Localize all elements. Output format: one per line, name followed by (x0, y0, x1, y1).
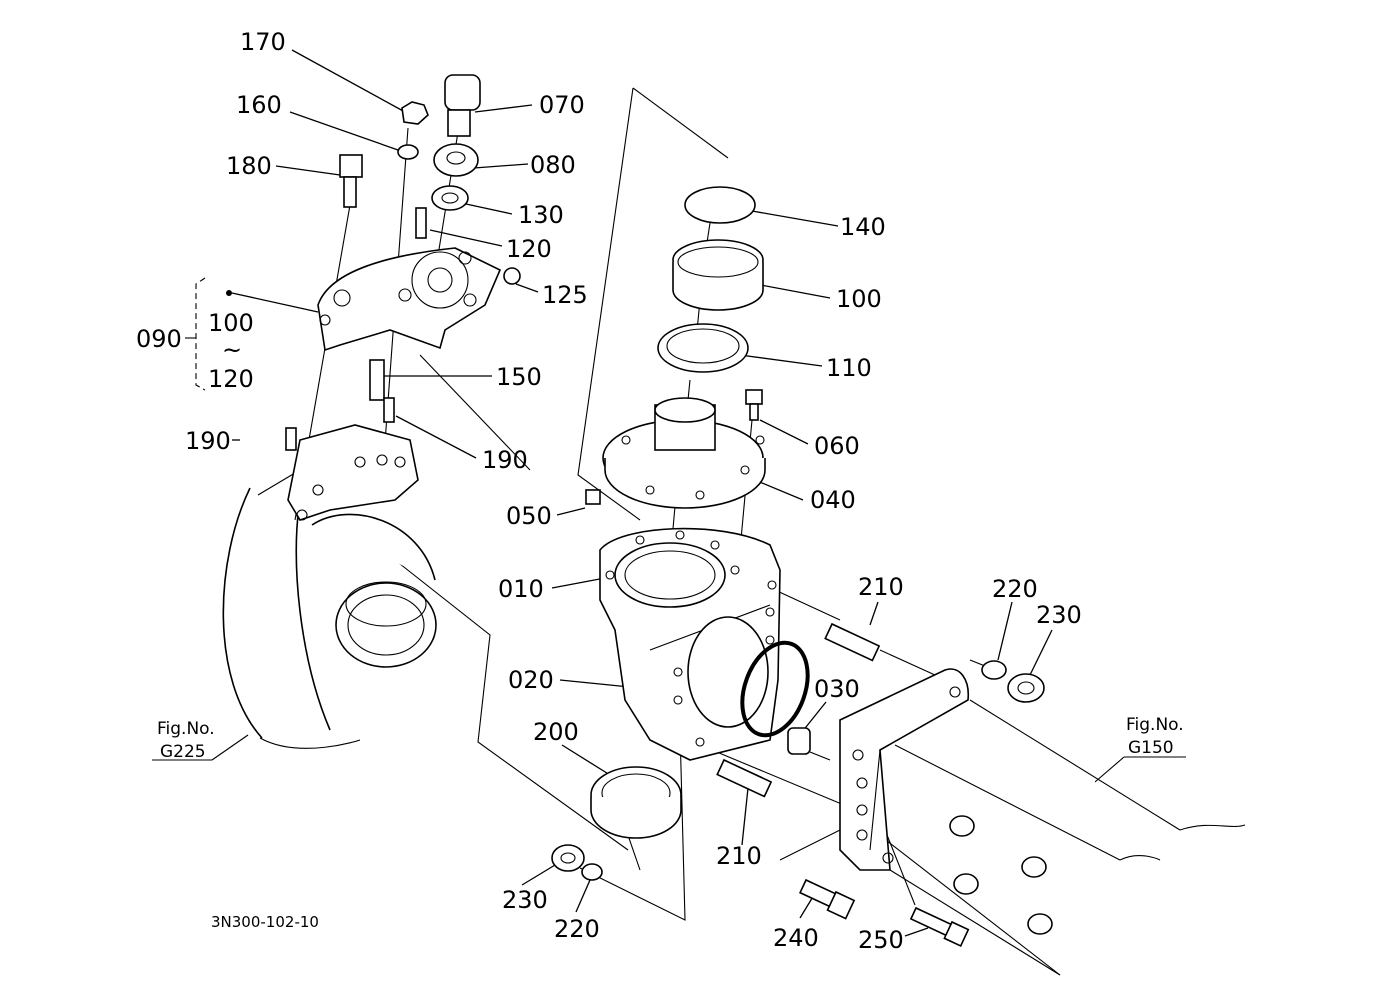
callout-190: 190 (185, 427, 231, 455)
callout-170: 170 (240, 28, 286, 56)
axle-housing (222, 424, 437, 749)
callout-240: 240 (773, 924, 819, 952)
group-id: 090 (136, 325, 182, 353)
callout-220: 220 (992, 575, 1038, 603)
callout-180: 180 (226, 152, 272, 180)
callout-060: 060 (814, 432, 860, 460)
fig-ref-g150-line1: Fig.No. (1126, 715, 1184, 735)
kingpin-parts (585, 186, 766, 509)
callout-040: 040 (810, 486, 856, 514)
callout-220-b: 220 (554, 915, 600, 943)
callout-210-b: 210 (716, 842, 762, 870)
group-label: 090 100 ~ 120 (136, 309, 254, 393)
callout-250: 250 (858, 926, 904, 954)
cover-plate (317, 247, 502, 352)
callout-190-b: 190 (482, 446, 528, 474)
figure-refs: Fig.No. G225 Fig.No. G150 (157, 715, 1184, 762)
callout-080: 080 (530, 151, 576, 179)
callout-070: 070 (539, 91, 585, 119)
group-range-tilde: ~ (222, 336, 242, 364)
callout-030: 030 (814, 675, 860, 703)
callout-230-b: 230 (502, 886, 548, 914)
fig-ref-g225-line1: Fig.No. (157, 719, 215, 739)
callout-010: 010 (498, 575, 544, 603)
fasteners (551, 622, 1045, 947)
steering-knuckle (599, 527, 811, 761)
group-range-start: 100 (208, 309, 254, 337)
small-parts (285, 74, 521, 451)
callout-150: 150 (496, 363, 542, 391)
callout-labels: 170 160 070 180 080 130 120 125 150 190 … (185, 28, 1082, 954)
group-range-end: 120 (208, 365, 254, 393)
callout-160: 160 (236, 91, 282, 119)
callout-130: 130 (518, 201, 564, 229)
callout-125: 125 (542, 281, 588, 309)
group-bracket (185, 277, 206, 391)
callout-140: 140 (840, 213, 886, 241)
fig-ref-g225-line2: G225 (160, 742, 206, 762)
callout-110: 110 (826, 354, 872, 382)
axle-beam (839, 668, 1246, 976)
callout-200: 200 (533, 718, 579, 746)
callout-100: 100 (836, 285, 882, 313)
seal-ring (590, 766, 682, 839)
callout-020: 020 (508, 666, 554, 694)
callout-120: 120 (506, 235, 552, 263)
callout-210: 210 (858, 573, 904, 601)
fig-ref-g150-line2: G150 (1128, 738, 1174, 758)
callout-050: 050 (506, 502, 552, 530)
document-code: 3N300-102-10 (211, 913, 319, 931)
callout-230: 230 (1036, 601, 1082, 629)
figure-ref-lines (152, 734, 1186, 783)
